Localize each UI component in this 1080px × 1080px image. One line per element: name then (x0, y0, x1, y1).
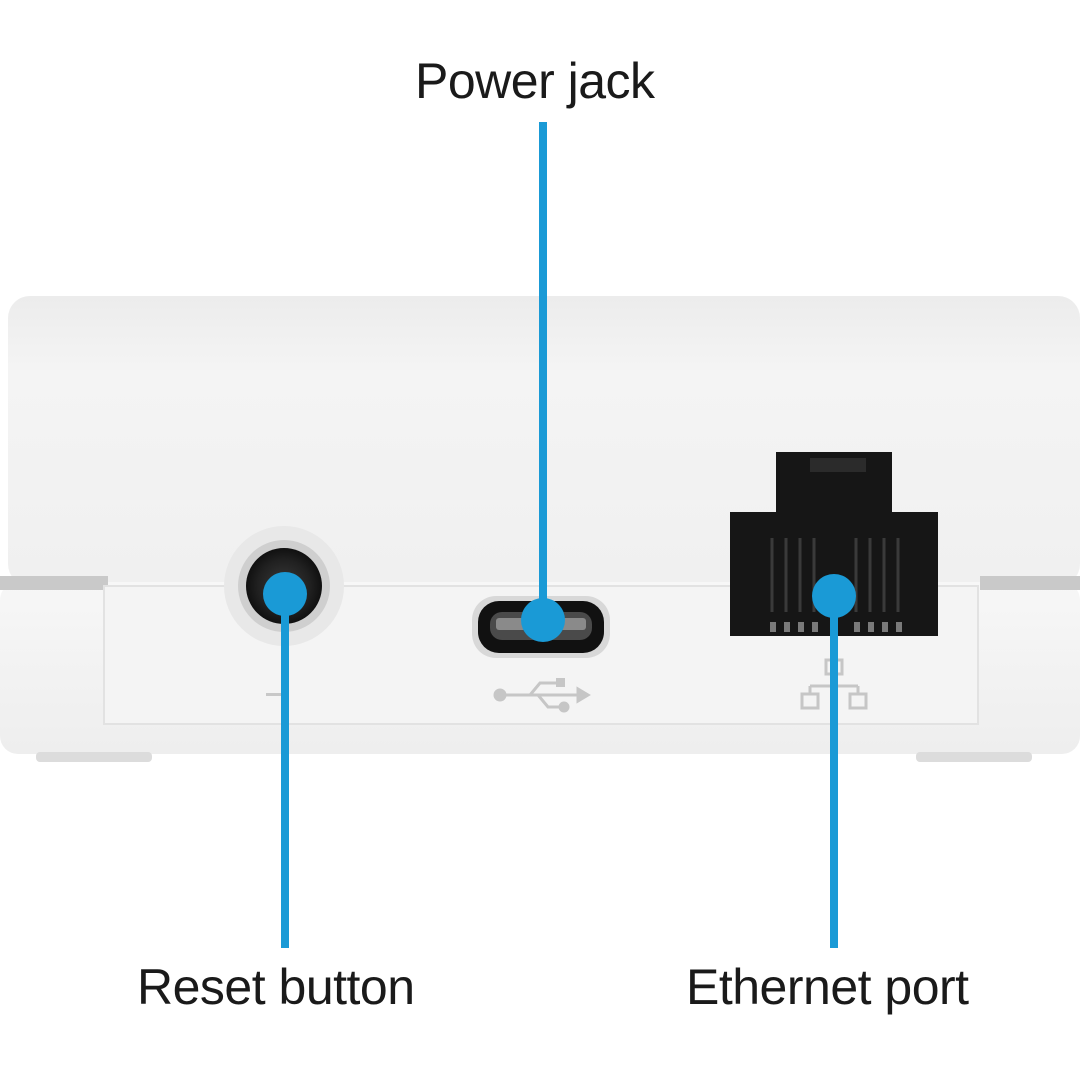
callout-ethernet-port (812, 574, 856, 948)
device-seam (0, 576, 108, 590)
device-foot-right (916, 752, 1032, 762)
usb-trident-icon (493, 678, 591, 713)
ethernet-jack (730, 452, 938, 636)
power-jack-label: Power jack (415, 53, 655, 109)
reset-button-label: Reset button (137, 959, 415, 1015)
minus-icon (266, 693, 284, 696)
ethernet-port-label: Ethernet port (686, 959, 969, 1015)
callout-power-jack (521, 122, 565, 642)
device-foot-left (36, 752, 152, 762)
callout-reset-button (263, 572, 307, 948)
